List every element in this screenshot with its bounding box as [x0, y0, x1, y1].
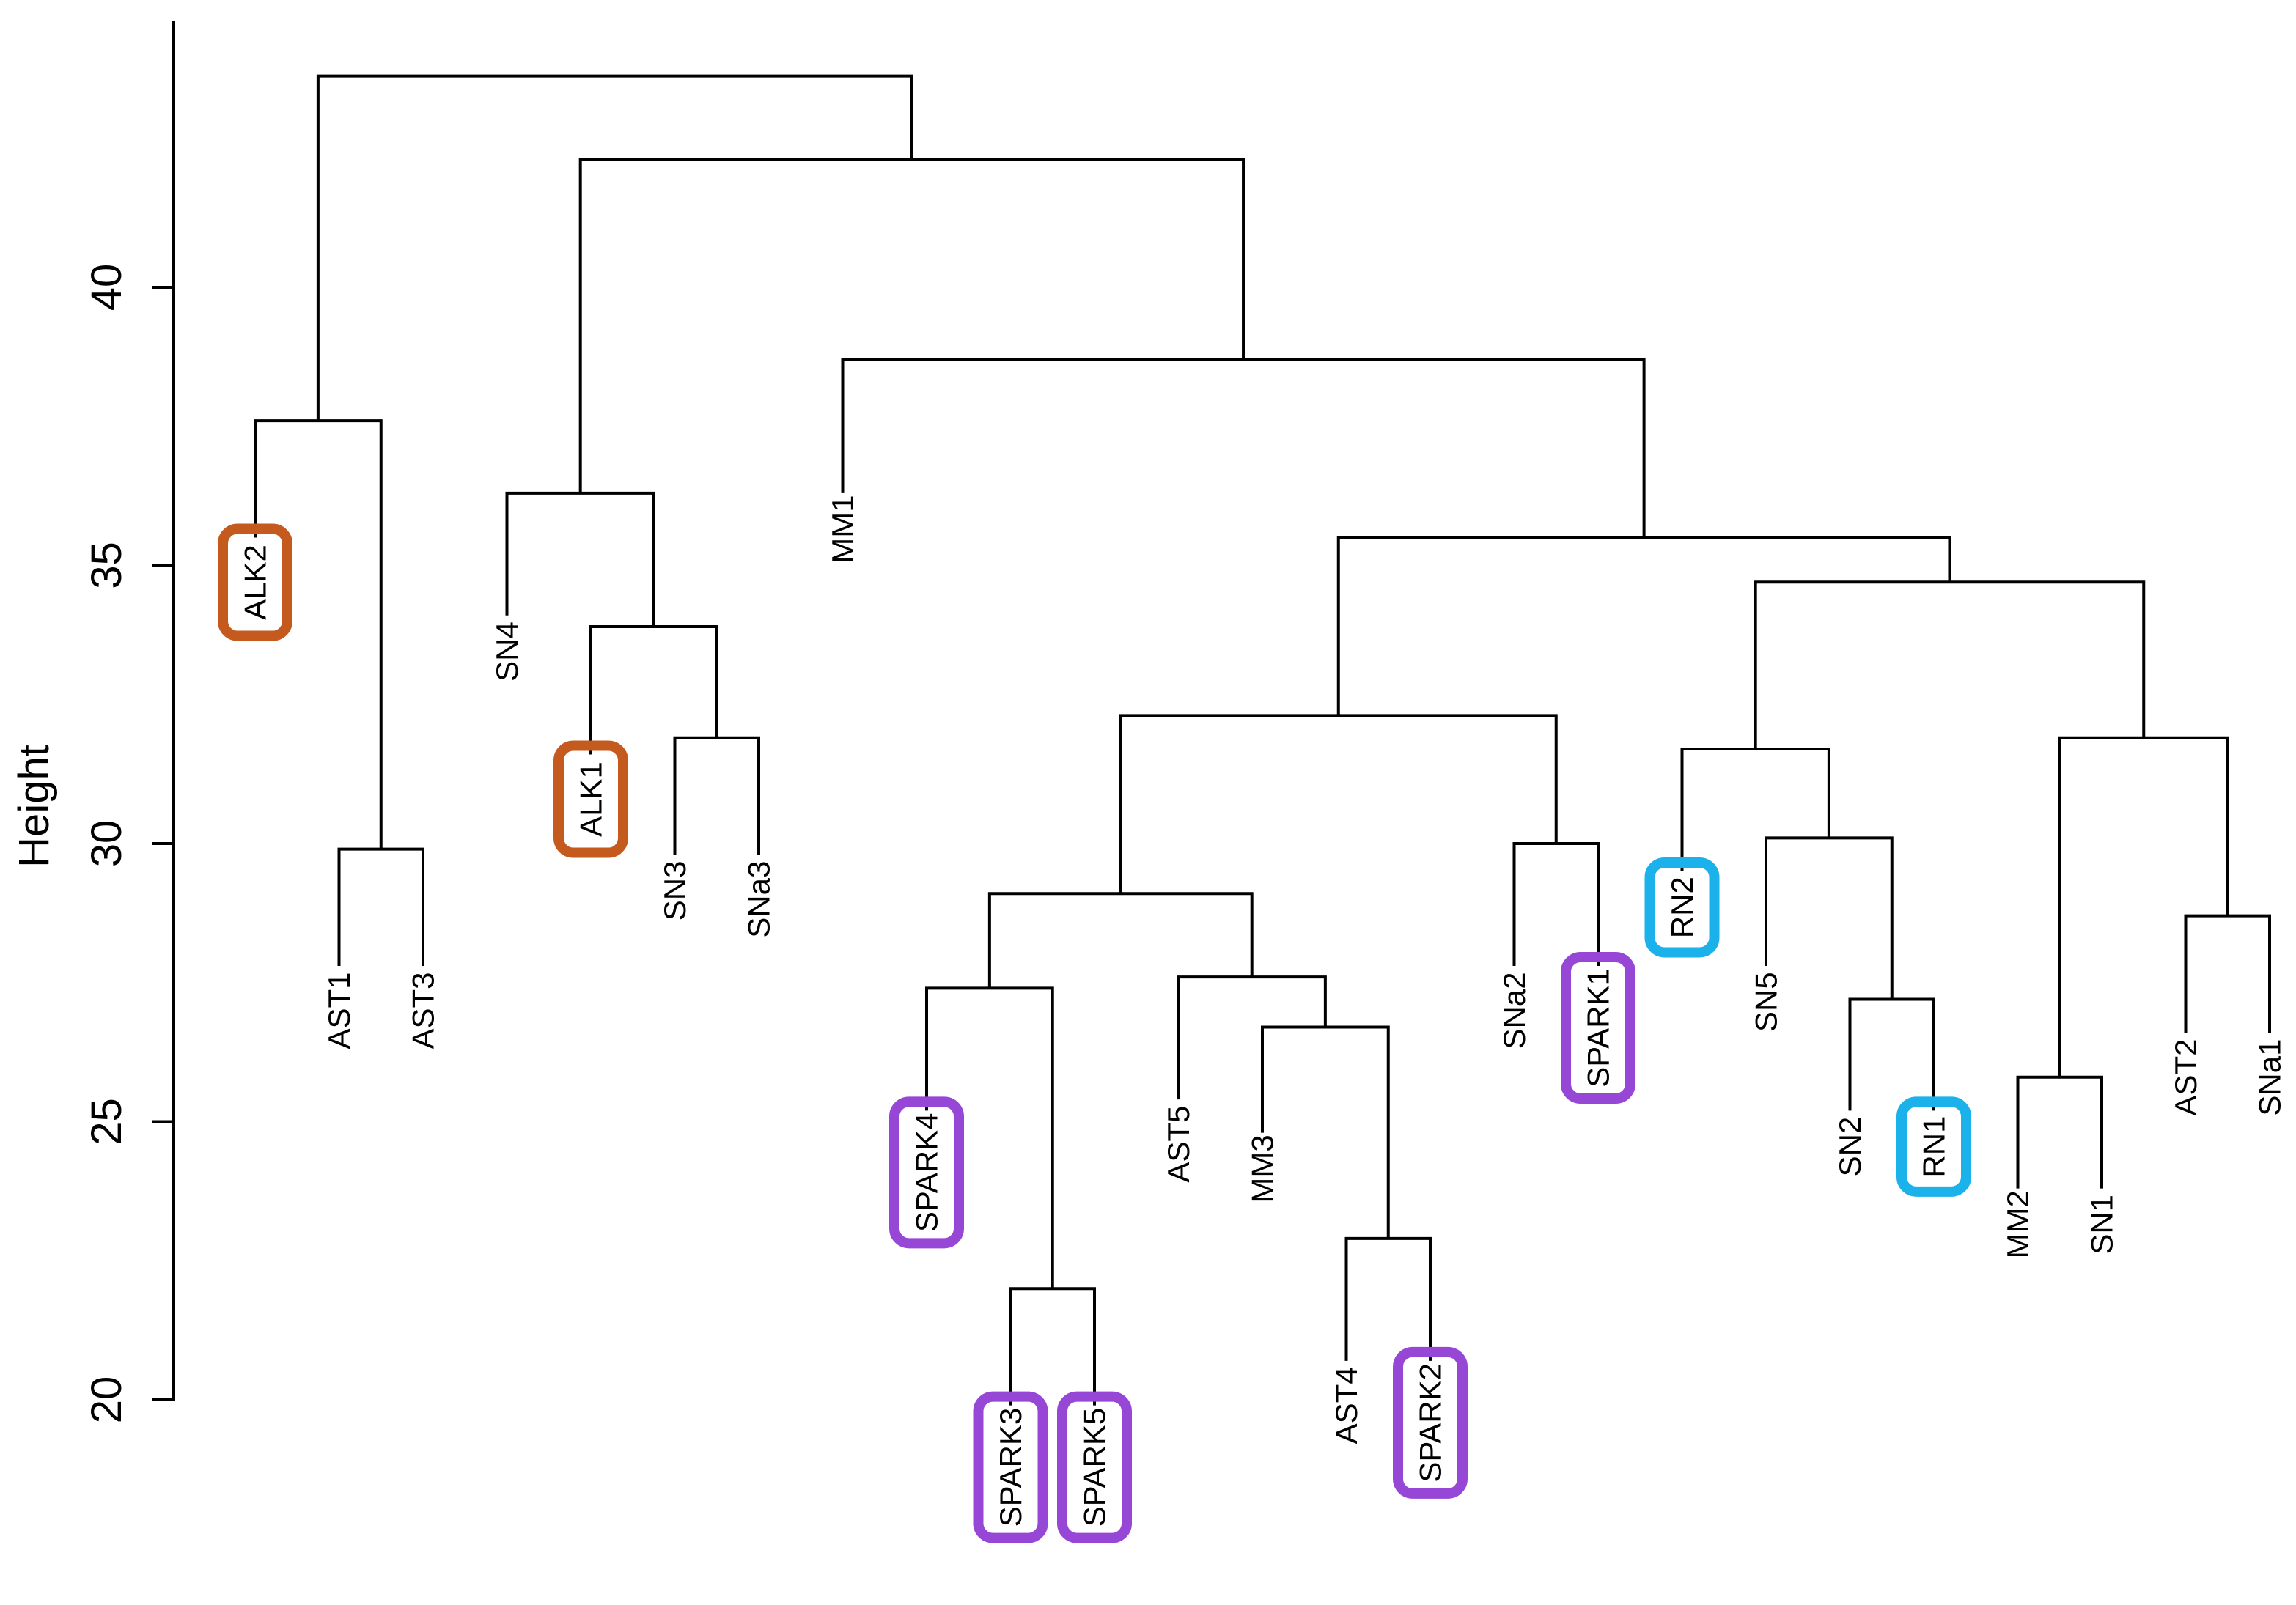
dendrogram-branches [254, 74, 2271, 1406]
leaf-label-sn2: SN2 [1833, 1117, 1867, 1177]
highlight-box-rn1 [1896, 1096, 1971, 1197]
leaf-label-spark4: SPARK4 [910, 1113, 944, 1232]
leaf-label-spark1: SPARK1 [1581, 968, 1616, 1088]
highlight-box-rn2 [1644, 857, 1720, 958]
leaf-label-sn1: SN1 [2085, 1195, 2119, 1255]
dendrogram-branch [2058, 736, 2229, 1077]
dendrogram-branch [316, 74, 913, 421]
leaf-label-sn5: SN5 [1749, 972, 1784, 1032]
leaf-label-sn4: SN4 [490, 621, 524, 682]
leaf-label-spark3: SPARK3 [993, 1408, 1028, 1527]
leaf-label-sna2: SNa2 [1497, 972, 1531, 1049]
dendrogram-branch [1119, 714, 1558, 894]
leaf-label-sna1: SNa1 [2253, 1039, 2287, 1116]
dendrogram-branch [1009, 1287, 1096, 1406]
leaf-label-mm1: MM1 [825, 495, 860, 563]
dendrogram-branch [2016, 1075, 2103, 1189]
dendrogram-branch [1754, 580, 2146, 749]
highlight-box-spark1 [1561, 951, 1635, 1104]
dendrogram-branch [1261, 1025, 1390, 1239]
y-tick-label: 20 [83, 1376, 130, 1424]
highlight-box-spark2 [1393, 1346, 1468, 1499]
dendrogram-branch [2184, 914, 2271, 1033]
dendrogram-branch [1177, 975, 1327, 1100]
leaf-label-mm3: MM3 [1245, 1134, 1280, 1203]
leaf-label-spark5: SPARK5 [1078, 1408, 1112, 1527]
y-tick-label: 40 [83, 264, 130, 311]
dendrogram-branch [1680, 747, 1830, 871]
dendrogram-branch [505, 491, 655, 627]
leaf-label-spark2: SPARK2 [1413, 1363, 1448, 1483]
dendrogram-branch [578, 158, 1245, 493]
dendrogram-branch [1344, 1236, 1432, 1361]
dendrogram-branch [673, 736, 760, 855]
leaf-label-sn3: SN3 [658, 861, 692, 921]
dendrogram-branch [1336, 536, 1951, 716]
dendrogram-branch [1765, 836, 1894, 1000]
leaf-label-ast2: AST2 [2168, 1039, 2203, 1116]
leaf-label-alk1: ALK1 [574, 761, 608, 837]
leaf-label-alk2: ALK2 [238, 545, 273, 620]
leaf-label-rn1: RN1 [1917, 1116, 1951, 1178]
dendrogram-branch [987, 892, 1254, 989]
leaf-label-ast5: AST5 [1161, 1106, 1196, 1183]
dendrogram-branch [841, 358, 1646, 538]
y-tick-label: 30 [83, 820, 130, 868]
highlight-box-alk2 [218, 523, 292, 641]
leaf-highlight-boxes [218, 523, 1971, 1543]
highlight-box-spark5 [1057, 1391, 1132, 1543]
leaf-label-rn2: RN2 [1665, 877, 1699, 938]
dendrogram-branch [589, 624, 718, 755]
y-tick-label: 35 [83, 542, 130, 589]
dendrogram-branch [1848, 997, 1935, 1111]
dendrogram-branch [1512, 842, 1600, 966]
dendrogram-branch [337, 847, 424, 966]
highlight-box-spark4 [889, 1096, 964, 1249]
leaf-label-ast1: AST1 [322, 972, 356, 1049]
y-axis-title: Height [10, 745, 58, 868]
highlight-box-spark3 [973, 1391, 1048, 1543]
highlight-box-alk1 [553, 740, 628, 858]
leaf-label-ast3: AST3 [406, 972, 441, 1049]
leaf-label-mm2: MM2 [2001, 1190, 2035, 1258]
y-tick-label: 25 [83, 1098, 130, 1145]
y-axis: 20 25 30 35 40 [83, 21, 175, 1424]
leaf-label-ast4: AST4 [1329, 1367, 1364, 1444]
leaf-label-sna3: SNa3 [742, 861, 776, 938]
